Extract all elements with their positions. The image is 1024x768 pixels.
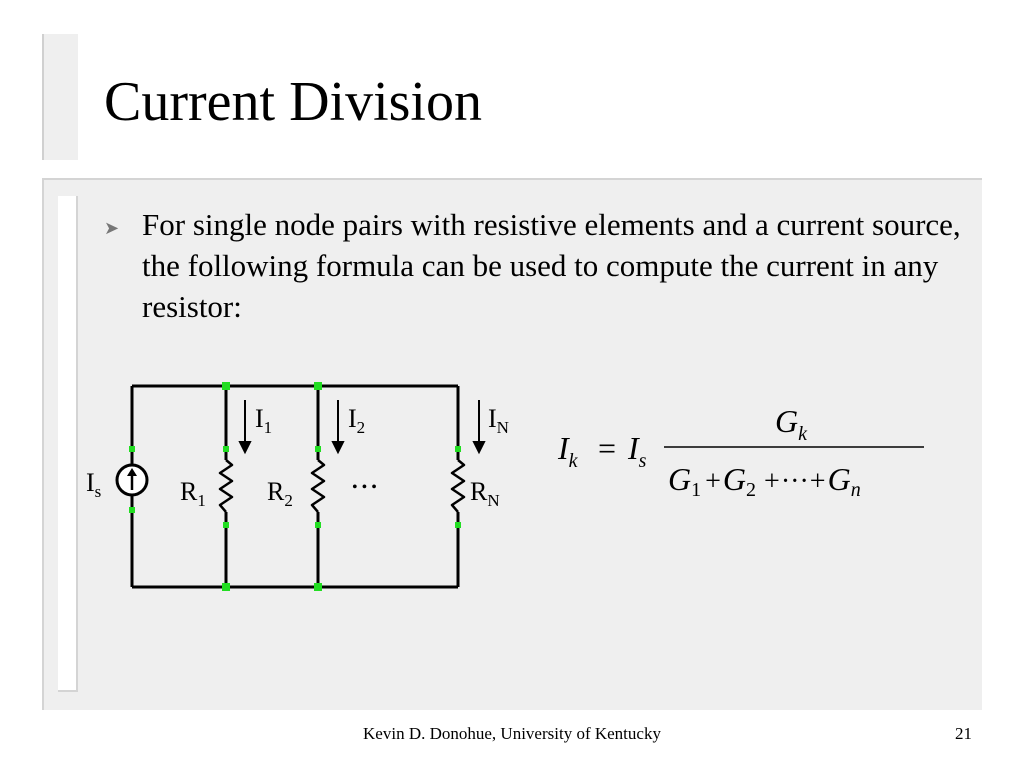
current-arrow-i2-icon <box>331 400 345 455</box>
resistor-rn-label: RN <box>470 477 500 510</box>
content-panel <box>42 178 982 710</box>
current-arrow-i1-icon <box>238 400 252 455</box>
ellipsis-label: • • • <box>352 479 377 496</box>
content-accent-strip <box>58 196 78 692</box>
current-source-icon <box>115 463 149 497</box>
current-i2-label: I2 <box>348 404 365 437</box>
current-arrow-in-icon <box>472 400 486 455</box>
resistor-r1-label: R1 <box>180 477 206 510</box>
current-division-formula: Ik = Is Gk G1+G2+···+Gn <box>557 403 924 501</box>
source-label: Is <box>86 468 101 501</box>
node-markers <box>129 382 461 591</box>
arrowhead-bullet-icon: ➤ <box>104 218 120 238</box>
slide-title: Current Division <box>104 71 482 133</box>
footer-author: Kevin D. Donohue, University of Kentucky <box>363 724 661 743</box>
resistor-r2-label: R2 <box>267 477 293 510</box>
formula-lhs: Ik <box>557 430 579 472</box>
title-accent-bar <box>42 34 78 160</box>
formula-equals: = <box>598 430 616 466</box>
formula-denominator: G1+G2+···+Gn <box>668 461 861 501</box>
current-in-label: IN <box>488 404 509 437</box>
bullet-text: For single node pairs with resistive ele… <box>142 207 961 324</box>
page-number: 21 <box>955 724 972 743</box>
formula-factor: Is <box>627 430 647 472</box>
formula-numerator: Gk <box>775 403 808 445</box>
resistor-r2-icon <box>310 459 326 513</box>
current-i1-label: I1 <box>255 404 272 437</box>
resistor-rn-icon <box>450 459 466 513</box>
resistor-r1-icon <box>218 459 234 513</box>
